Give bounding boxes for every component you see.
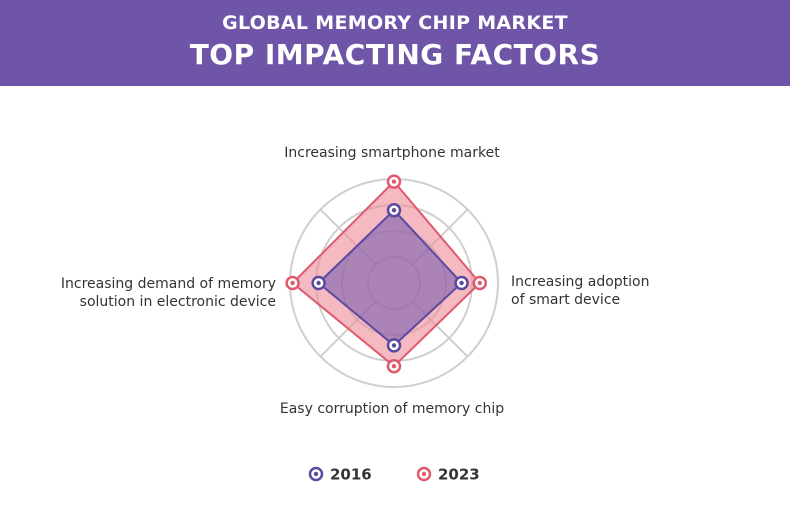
chart-title-line2: TOP IMPACTING FACTORS	[189, 38, 601, 71]
chart-title-line1: GLOBAL MEMORY CHIP MARKET	[222, 12, 568, 34]
legend-marker-dot-2023	[421, 471, 427, 477]
axis-label-0: Increasing smartphone market	[284, 145, 500, 161]
axis-label-3: Increasing demand of memory solution in e…	[61, 276, 276, 310]
axis-label-2-line-0: Easy corruption of memory chip	[280, 401, 504, 417]
axis-label-1: Increasing adoption of smart device	[511, 274, 649, 308]
point-dot-2016-0	[391, 208, 397, 213]
point-dot-2023-2	[391, 364, 397, 369]
radar-series	[285, 174, 488, 374]
axis-label-2: Easy corruption of memory chip	[280, 401, 504, 417]
legend-label-2016: 2016	[330, 466, 372, 484]
axis-label-3-line-0: Increasing demand of memory	[61, 276, 276, 292]
point-dot-2016-1	[459, 280, 464, 286]
point-dot-2023-1	[477, 280, 482, 286]
point-dot-2016-2	[391, 343, 397, 348]
axis-label-1-line-0: Increasing adoption	[511, 274, 649, 290]
legend-label-2023: 2023	[438, 466, 480, 484]
legend: 2016 2023	[308, 466, 480, 484]
point-dot-2016-3	[316, 280, 321, 286]
axis-label-1-line-1: of smart device	[511, 292, 620, 308]
point-dot-2023-0	[391, 179, 397, 184]
axis-label-0-line-0: Increasing smartphone market	[284, 145, 500, 161]
legend-marker-dot-2016	[313, 471, 319, 477]
title-banner: GLOBAL MEMORY CHIP MARKET TOP IMPACTING …	[0, 0, 790, 86]
point-dot-2023-3	[290, 280, 295, 286]
axis-label-3-line-1: solution in electronic device	[80, 294, 276, 310]
series-2016-area	[317, 208, 464, 347]
